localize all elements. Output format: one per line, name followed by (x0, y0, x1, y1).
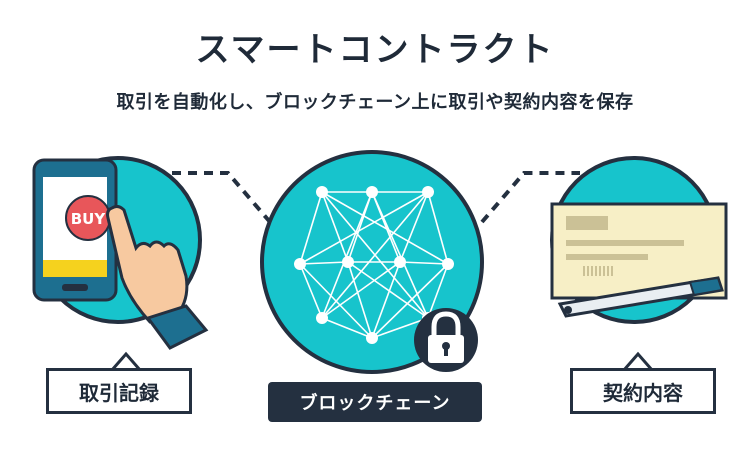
connector-lines (172, 171, 580, 224)
hand-icon (106, 204, 189, 324)
contract-illustration (550, 156, 728, 324)
left-callout-pointer (110, 351, 142, 371)
doc-stamp-box (566, 216, 608, 230)
contract-content-label: 契約内容 (570, 368, 716, 414)
page-subtitle: 取引を自動化し、ブロックチェーン上に取引や契約内容を保存 (116, 92, 634, 113)
connector-right (480, 171, 580, 224)
network-edges (299, 191, 449, 339)
phone-yellow-bar (43, 260, 107, 277)
connector-left (172, 171, 272, 224)
phone-home-button (62, 284, 88, 291)
doc-barcode (583, 266, 613, 276)
page-title: スマートコントラクト (195, 30, 555, 70)
transaction-record-label: 取引記録 (46, 368, 192, 414)
pen-cap (688, 276, 724, 297)
doc-line (566, 254, 648, 260)
pen-tip (564, 306, 572, 314)
buy-button-label: BUY (71, 210, 107, 228)
blockchain-label: ブロックチェーン (268, 382, 482, 422)
doc-line (566, 240, 684, 246)
lock-icon (414, 308, 478, 372)
right-callout-pointer (622, 351, 654, 371)
sleeve-icon (145, 304, 209, 350)
transaction-record-illustration: BUY (32, 156, 209, 350)
blockchain-illustration (260, 150, 484, 374)
